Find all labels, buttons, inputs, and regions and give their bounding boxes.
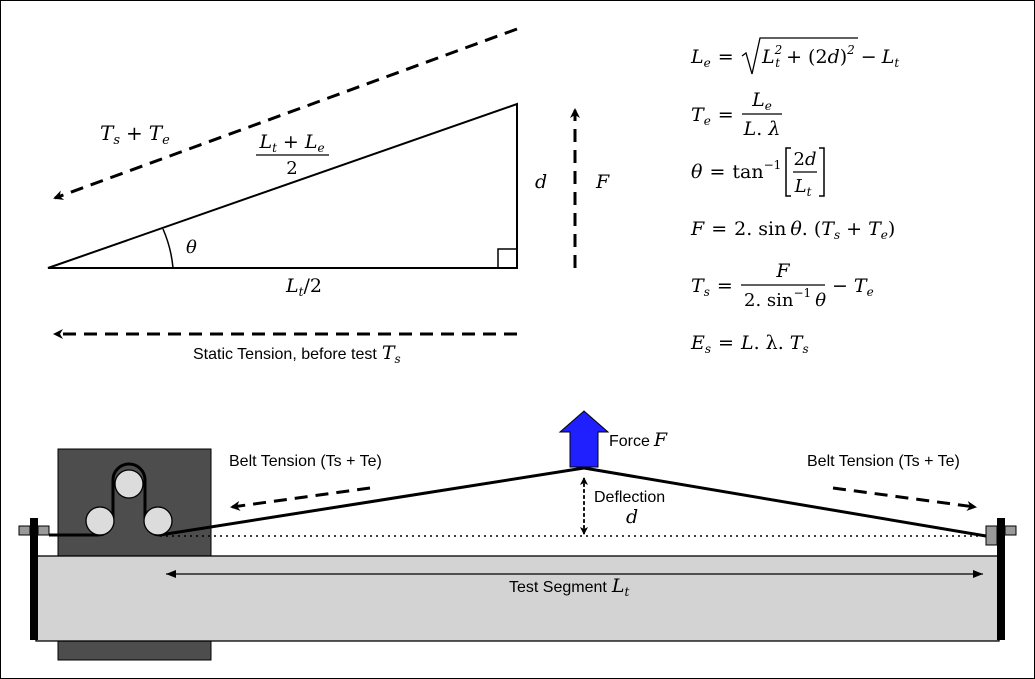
belt-tension-left-label: Belt Tension (Ts + Te) (229, 453, 382, 470)
left-pin-inner (37, 525, 50, 536)
segment-arrow-right (973, 570, 983, 578)
equation-es: Es=L. λ. Ts (690, 332, 809, 356)
belt-tension-left-arrow (230, 486, 371, 511)
force-triangle: Ts+Te θ Lt+Le 2 d F Lt/2 Static Tension,… (47, 27, 610, 366)
deflection-caption: Deflection (594, 489, 665, 506)
svg-text:L2t+ (2d)2−Lt: L2t+ (2d)2−Lt (761, 43, 899, 70)
roller-right (143, 506, 173, 536)
deflection-symbol: d (626, 506, 638, 528)
equation-theta: θ=tan−1 2d Lt (691, 147, 825, 199)
left-pin (18, 525, 31, 536)
roller-left (85, 506, 115, 536)
svg-text:θ=tan−1: θ=tan−1 (691, 158, 781, 183)
svg-text:2. sin−1θ: 2. sin−1θ (744, 286, 826, 311)
svg-text:Lt+Le: Lt+Le (258, 131, 324, 155)
segment-arrow-left (166, 570, 176, 578)
left-post (30, 518, 38, 640)
right-angle-mark (497, 248, 518, 269)
svg-text:Lt: Lt (794, 176, 812, 199)
svg-text:Es=L. λ. Ts: Es=L. λ. Ts (690, 332, 809, 356)
resultant-label: Ts+Te (100, 121, 170, 148)
angle-label: θ (186, 237, 197, 258)
right-pin (1004, 525, 1017, 536)
triangle (47, 102, 518, 269)
force-arrow (558, 410, 610, 468)
svg-text:Te=: Te= (691, 104, 734, 128)
equation-te: Te= Le L. λ (691, 89, 782, 140)
base-label: Lt/2 (285, 275, 322, 299)
svg-text:Ts=: Ts= (691, 275, 733, 299)
right-clamp (985, 525, 998, 546)
resultant-tension-arrow (53, 27, 518, 200)
svg-text:L. λ: L. λ (743, 118, 781, 140)
height-label: d (535, 171, 547, 193)
roller-top (114, 469, 144, 499)
test-bed (35, 555, 1000, 642)
svg-text:2d: 2d (794, 149, 817, 170)
svg-text:F: F (775, 260, 790, 282)
right-post (997, 518, 1005, 640)
svg-text:−Te: −Te (832, 275, 874, 299)
hypotenuse-label: Lt+Le 2 (256, 131, 329, 179)
svg-text:2: 2 (286, 158, 297, 179)
angle-arc (162, 228, 174, 269)
belt-tension-right-arrow (832, 486, 977, 511)
belt-tension-right-label: Belt Tension (Ts + Te) (807, 453, 960, 470)
force-label: F (595, 171, 610, 193)
svg-text:Le: Le (751, 89, 772, 113)
svg-text:Le=: Le= (690, 46, 734, 70)
